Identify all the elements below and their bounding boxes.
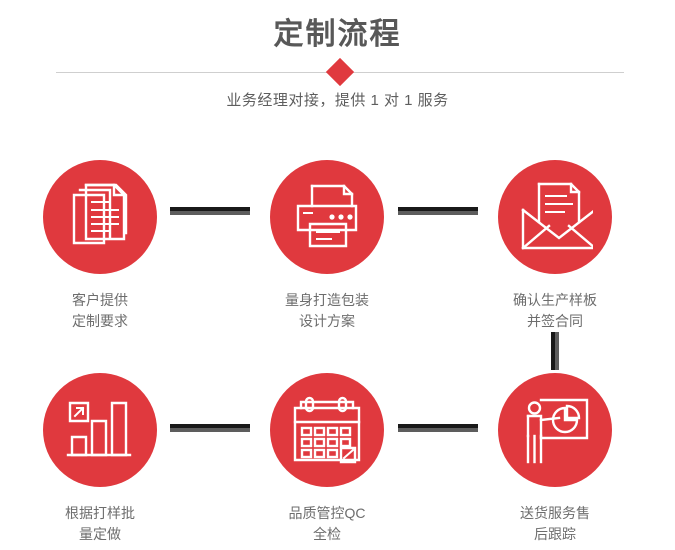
step-6-label: 送货服务售 后跟踪 xyxy=(520,505,590,542)
step-5-circle[interactable] xyxy=(270,373,384,487)
connector-bar-dark xyxy=(398,424,478,428)
connector-bar-grey xyxy=(398,428,478,432)
bar-chart-icon xyxy=(66,401,132,457)
presenter-icon xyxy=(526,398,589,464)
process-step-1[interactable]: 客户提供 定制要求 xyxy=(20,160,180,332)
connector-bar-grey xyxy=(398,211,478,215)
step-4-label: 根据打样批 量定做 xyxy=(65,505,135,542)
step-4-circle[interactable] xyxy=(43,373,157,487)
connector-bar-dark xyxy=(170,207,250,211)
process-step-4[interactable]: 根据打样批 量定做 xyxy=(20,373,180,545)
diamond-icon xyxy=(325,57,355,87)
process-step-2[interactable]: 量身打造包装 设计方案 xyxy=(247,160,407,332)
process-step-5[interactable]: 品质管控QC 全检 xyxy=(247,373,407,545)
printer-icon xyxy=(296,184,358,248)
page-title: 定制流程 xyxy=(273,18,402,51)
connector-step4-step5 xyxy=(170,424,250,432)
connector-bar-grey xyxy=(170,428,250,432)
connector-bar-grey xyxy=(170,211,250,215)
step-2-label: 量身打造包装 设计方案 xyxy=(285,292,369,329)
step-3-circle[interactable] xyxy=(498,160,612,274)
process-step-6[interactable]: 送货服务售 后跟踪 xyxy=(475,373,635,545)
connector-step1-step2 xyxy=(170,207,250,215)
step-1-circle[interactable] xyxy=(43,160,157,274)
connector-bar-dark xyxy=(170,424,250,428)
step-3-label: 确认生产样板 并签合同 xyxy=(513,292,597,329)
documents-icon xyxy=(72,183,128,245)
connector-bar-grey xyxy=(555,332,559,370)
calendar-icon xyxy=(293,396,361,464)
process-step-3[interactable]: 确认生产样板 并签合同 xyxy=(475,160,635,332)
step-6-circle[interactable] xyxy=(498,373,612,487)
step-1-label: 客户提供 定制要求 xyxy=(72,292,128,329)
connector-step2-step3 xyxy=(398,207,478,215)
connector-step5-step6 xyxy=(398,424,478,432)
step-5-label: 品质管控QC 全检 xyxy=(288,505,366,542)
page-subtitle: 业务经理对接，提供 1 对 1 服务 xyxy=(226,92,449,109)
connector-step3-step6 xyxy=(551,332,559,370)
step-2-circle[interactable] xyxy=(270,160,384,274)
envelope-mail-icon xyxy=(521,182,593,250)
connector-bar-dark xyxy=(398,207,478,211)
connector-bar-dark xyxy=(551,332,555,370)
